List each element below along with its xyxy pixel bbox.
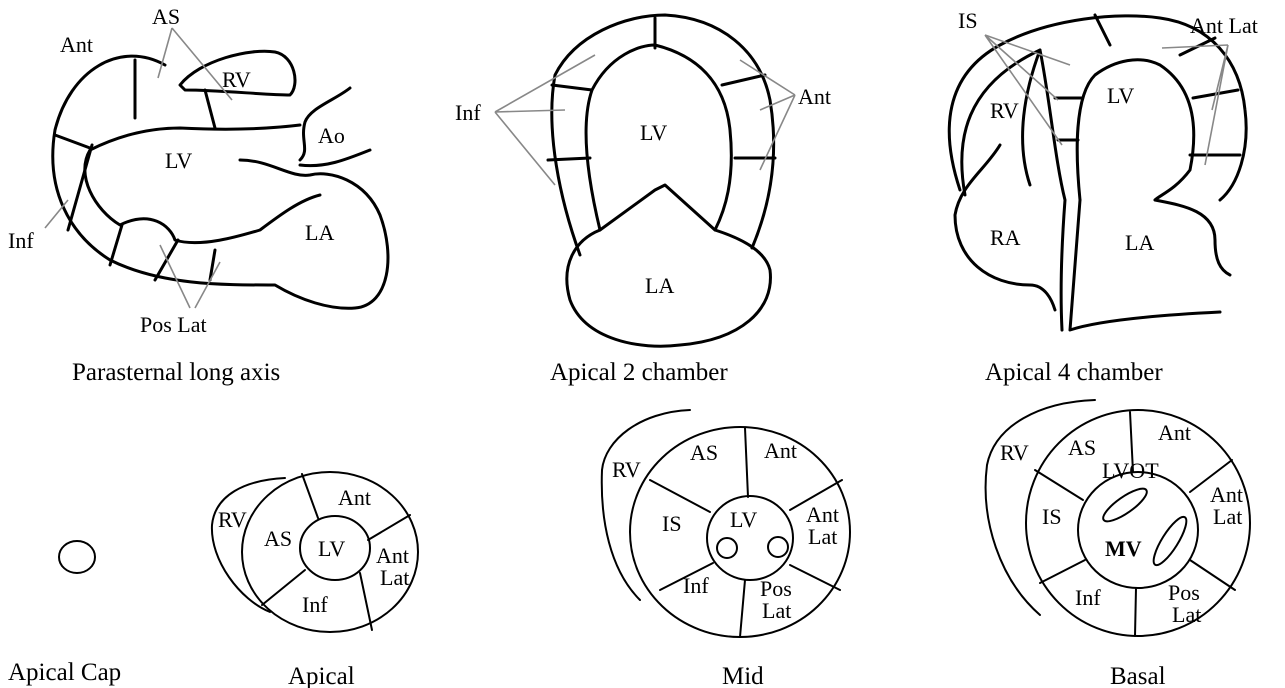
plax-label-as: AS [152,4,180,29]
a2c-label-lv: LV [640,120,667,145]
cap-circle [58,540,96,574]
mid-label-inf: Inf [683,573,709,598]
apical-label-ant: Ant [338,485,371,510]
mid-papillary-2 [767,536,789,558]
a2c-outer-wall [550,13,776,257]
a4c-outer-wall [947,14,1248,202]
basal-caption: Basal [1110,663,1166,688]
plax-label-ao: Ao [318,123,345,148]
plax-label-poslat: Pos Lat [140,312,207,337]
apical-label-antlat2: Lat [380,565,409,590]
mid-label-is: IS [662,511,682,536]
basal-view: RV AS Ant LVOT IS Ant Lat MV Inf Pos Lat… [984,399,1251,688]
apical-label-rv: RV [218,507,247,532]
plax-label-la: LA [305,220,334,245]
apical-label-inf: Inf [302,592,328,617]
cap-caption: Apical Cap [8,659,121,686]
basal-label-is: IS [1042,504,1062,529]
apical-label-antlat1: Ant [376,543,409,568]
plax-view: Ant AS RV Ao LV LA Inf Pos Lat Parastern… [8,4,390,386]
basal-label-antlat2: Lat [1213,504,1242,529]
basal-label-poslat1: Pos [1168,580,1200,605]
apical-label-as: AS [264,526,292,551]
mid-papillary-1 [716,537,738,559]
apical-inner [299,515,371,581]
plax-label-ant: Ant [60,32,93,57]
a2c-label-inf: Inf [455,100,481,125]
apical-label-lv: LV [318,536,345,561]
plax-inner-wall [83,123,322,245]
a2c-view: Inf Ant LV LA Apical 2 chamber [455,13,831,386]
mid-label-antlat2: Lat [808,524,837,549]
plax-caption: Parasternal long axis [72,359,280,386]
a4c-label-la: LA [1125,230,1154,255]
apical-rv [210,477,286,613]
plax-outer-wall [51,54,390,310]
a2c-label-la: LA [645,273,674,298]
a4c-view: IS Ant Lat RV LV RA LA Apical 4 chamber [947,8,1258,386]
plax-label-lv: LV [165,148,192,173]
a2c-caption: Apical 2 chamber [550,359,728,386]
apical-view: RV AS Ant LV Ant Lat Inf Apical [210,471,419,688]
mid-label-poslat1: Pos [760,576,792,601]
a4c-label-ra: RA [990,225,1021,250]
mid-inner [706,495,794,581]
a4c-label-lv: LV [1107,83,1134,108]
mid-label-as: AS [690,440,718,465]
basal-label-lvot: LVOT [1102,458,1159,483]
a4c-label-antlat: Ant Lat [1190,13,1258,38]
a4c-la [1068,198,1232,332]
mid-view: RV AS Ant IS LV Ant Lat Inf Pos Lat Mid [600,409,851,688]
basal-label-poslat2: Lat [1172,602,1201,627]
mid-label-poslat2: Lat [762,598,791,623]
mid-label-lv: LV [730,507,757,532]
plax-rv [178,49,297,97]
basal-label-as: AS [1068,435,1096,460]
a2c-inner-wall [584,43,733,232]
a4c-ra [953,143,1057,312]
basal-outer [1025,409,1251,637]
plax-aorta [298,86,352,162]
a2c-label-ant: Ant [798,84,831,109]
mid-caption: Mid [722,663,764,688]
a2c-la [565,228,772,348]
basal-mv [1152,515,1188,567]
apical-caption: Apical [288,663,355,688]
apical-outer [241,471,419,633]
mid-rv [600,409,691,601]
basal-label-antlat1: Ant [1210,482,1243,507]
basal-label-rv: RV [1000,440,1029,465]
basal-label-inf: Inf [1075,585,1101,610]
basal-rv [984,399,1096,616]
basal-lvot [1102,487,1148,523]
plax-label-inf: Inf [8,228,34,253]
a4c-label-is: IS [958,8,978,33]
a4c-label-rv: RV [990,98,1019,123]
cap-view: Apical Cap [8,540,121,686]
mid-label-rv: RV [612,457,641,482]
a4c-caption: Apical 4 chamber [985,359,1163,386]
a4c-lv-inner [1075,58,1196,202]
basal-label-mv: MV [1105,536,1142,561]
mid-label-antlat1: Ant [806,502,839,527]
a4c-septum [1038,48,1067,332]
plax-label-rv: RV [222,67,251,92]
basal-inner [1077,471,1199,589]
basal-label-ant: Ant [1158,420,1191,445]
mid-label-ant: Ant [764,438,797,463]
